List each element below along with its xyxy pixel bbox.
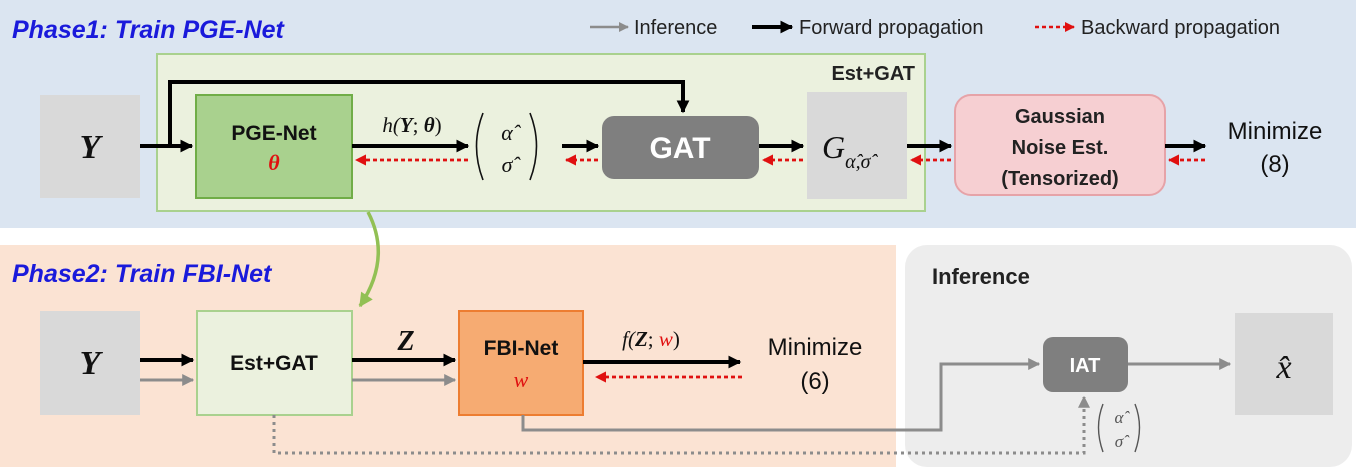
- phase2-input-label: Y: [80, 345, 104, 382]
- pge-net-param: θ: [268, 150, 280, 175]
- pge-net-box: [195, 94, 353, 199]
- g-output-label: Gα̂,σ̂: [822, 129, 878, 173]
- pge-net-label: PGE-Net: [231, 122, 316, 145]
- est-gat-group-label: Est+GAT: [831, 63, 915, 85]
- phase1-input-box: [40, 95, 140, 198]
- legend-inference-label: Inference: [634, 17, 717, 39]
- fbi-net-param: w: [514, 367, 529, 392]
- legend-backward-label: Backward propagation: [1081, 17, 1280, 39]
- iat-box: [1043, 337, 1128, 392]
- inference-params-path: [272, 395, 1090, 455]
- phase2-forward-arrows: [140, 353, 742, 369]
- phase2-minimize-label: Minimize: [768, 334, 863, 361]
- inference-output-label: x̂: [1275, 349, 1291, 386]
- est-gat-box-label: Est+GAT: [230, 352, 318, 375]
- phase1-input-label: Y: [80, 129, 104, 166]
- fbi-output-formula: f(Z; w): [622, 327, 680, 351]
- phase1-minimize-eq: (8): [1260, 151, 1289, 178]
- fbi-net-label: FBI-Net: [484, 337, 559, 360]
- est-gat-box: [196, 310, 353, 416]
- phase2-input-box: [40, 311, 140, 415]
- inference-output-box: [1235, 313, 1333, 415]
- transfer-arrow: [358, 211, 380, 308]
- legend-forward-label: Forward propagation: [799, 17, 984, 39]
- gat-label: GAT: [649, 132, 710, 165]
- noise-est-line3: (Tensorized): [1001, 168, 1118, 190]
- iat-label: IAT: [1070, 355, 1101, 377]
- z-label: Z: [396, 326, 414, 357]
- fbi-net-box: [458, 310, 584, 416]
- noise-est-line1: Gaussian: [1015, 106, 1105, 128]
- noise-est-line2: Noise Est.: [1012, 137, 1109, 159]
- inference-title: Inference: [932, 264, 1030, 289]
- phase1-forward-arrows: [140, 80, 1207, 153]
- phase1-minimize-label: Minimize: [1228, 118, 1323, 145]
- phase1-title: Phase1: Train PGE-Net: [12, 16, 286, 44]
- pge-output-formula: h(Y; θ): [382, 113, 441, 137]
- phase2-title: Phase2: Train FBI-Net: [12, 260, 273, 288]
- g-output-box: [807, 92, 907, 199]
- inference-arrows: [140, 358, 1232, 432]
- phase2-minimize-eq: (6): [800, 368, 829, 395]
- gat-box: [602, 116, 759, 179]
